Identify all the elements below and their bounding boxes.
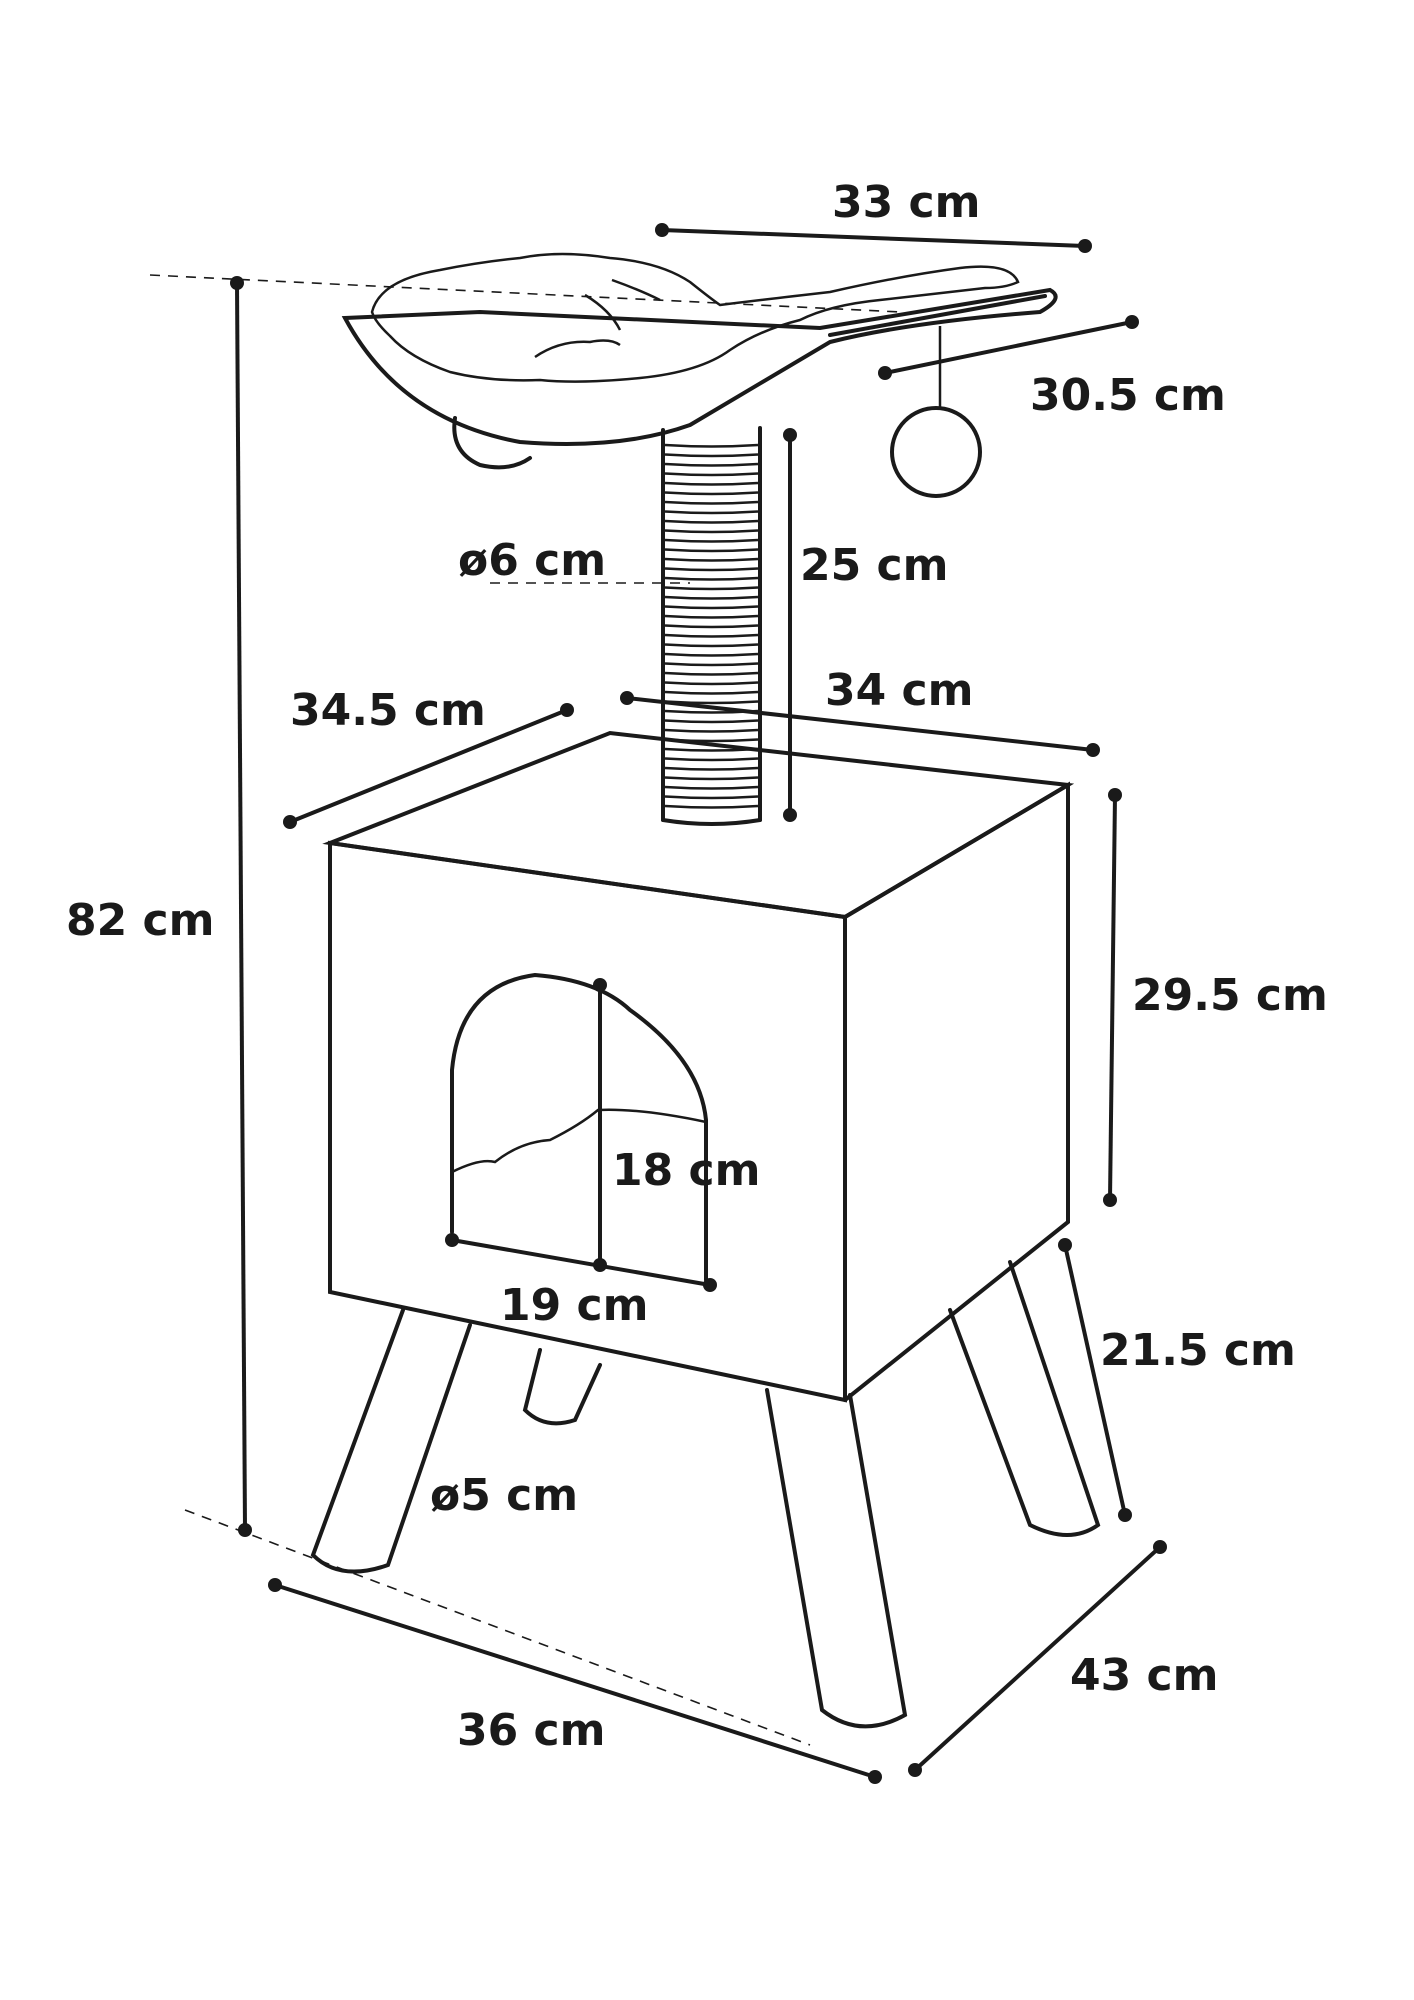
rope-wrap [664, 491, 759, 496]
dim-leg-height [1063, 1244, 1127, 1516]
box-side [843, 781, 1070, 1402]
rope-wrap [664, 681, 759, 686]
rope-wrap [664, 576, 759, 581]
rope-wrap [664, 443, 759, 448]
bed-rim-front [828, 294, 1047, 337]
leg-back-right [948, 1260, 1101, 1537]
label-base-depth: 43 cm [1070, 1650, 1218, 1701]
rope-wrap [664, 595, 759, 600]
leg-front-right [765, 1388, 908, 1729]
dim-bed-width [661, 228, 1086, 248]
dim-box-width [626, 696, 1094, 752]
rope-wrap [664, 472, 759, 477]
rope-wrap [664, 804, 759, 809]
label-box-height: 29.5 cm [1132, 970, 1328, 1021]
top-reference-line [149, 274, 901, 313]
rope-wrap [664, 462, 759, 467]
dim-base-depth [913, 1545, 1162, 1772]
dim-box-height [1108, 794, 1117, 1201]
dimension-labels: 33 cm 30.5 cm ø6 cm 25 cm 34.5 cm 34 cm … [66, 177, 1328, 1756]
label-door-height: 18 cm [612, 1145, 760, 1196]
label-leg-height: 21.5 cm [1100, 1325, 1296, 1376]
rope-wrap [664, 510, 759, 515]
bottom-reference-line [184, 1509, 811, 1746]
rope-wrap [664, 567, 759, 572]
house-box [322, 730, 1075, 1403]
bed-cushion-fold-2 [584, 293, 622, 331]
bed-cushion [370, 252, 1020, 383]
rope-wrap [664, 728, 759, 733]
label-post-diameter: ø6 cm [458, 535, 606, 586]
doorway-cushion [451, 1108, 707, 1174]
rope-wrap [664, 538, 759, 543]
dim-total-height [235, 282, 247, 1531]
label-box-depth: 34.5 cm [290, 685, 486, 736]
rope-wrap [664, 757, 759, 762]
rope-wrap [664, 605, 759, 610]
rope-wrap [664, 652, 759, 657]
rope-wrap [664, 548, 759, 553]
rope-wrap [664, 766, 759, 771]
label-box-width: 34 cm [825, 665, 973, 716]
bed-cushion-fold-3 [611, 278, 661, 302]
label-bed-width: 33 cm [832, 177, 980, 228]
label-leg-diameter: ø5 cm [430, 1470, 578, 1521]
rope-wrap [664, 643, 759, 648]
leg-front-left [310, 1308, 472, 1574]
bed [341, 252, 1058, 498]
rope-wrap [664, 719, 759, 724]
legs [310, 1260, 1101, 1729]
label-base-width: 36 cm [457, 1705, 605, 1756]
label-total-height: 82 cm [66, 895, 214, 946]
rope-wrap [664, 519, 759, 524]
post-rope-wraps [664, 443, 759, 809]
label-post-height: 25 cm [800, 540, 948, 591]
rope-wrap [664, 662, 759, 667]
dim-door-width [451, 1238, 711, 1287]
rope-wrap [664, 557, 759, 562]
scratching-post [661, 426, 762, 826]
rope-wrap [664, 529, 759, 534]
label-bed-depth: 30.5 cm [1030, 370, 1226, 421]
dim-bed-depth [884, 320, 1133, 375]
rope-wrap [664, 614, 759, 619]
rope-wrap [664, 795, 759, 800]
bed-shell [341, 287, 1058, 446]
dim-base-width [274, 1583, 876, 1779]
rope-wrap [664, 785, 759, 790]
hanging-pompom [890, 406, 982, 498]
label-door-width: 19 cm [500, 1280, 648, 1331]
rope-wrap [664, 586, 759, 591]
dim-box-depth [289, 708, 568, 824]
bed-pompom-left [452, 416, 532, 470]
bed-cushion-fold-1 [534, 339, 621, 359]
rope-wrap [664, 481, 759, 486]
dimension-lines [230, 223, 1167, 1784]
rope-wrap [664, 671, 759, 676]
leg-back-left [522, 1348, 602, 1426]
rope-wrap [664, 690, 759, 695]
rope-wrap [664, 624, 759, 629]
rope-wrap [664, 453, 759, 458]
rope-wrap [664, 500, 759, 505]
doorway [450, 972, 708, 1282]
rope-wrap [664, 633, 759, 638]
rope-wrap [664, 776, 759, 781]
